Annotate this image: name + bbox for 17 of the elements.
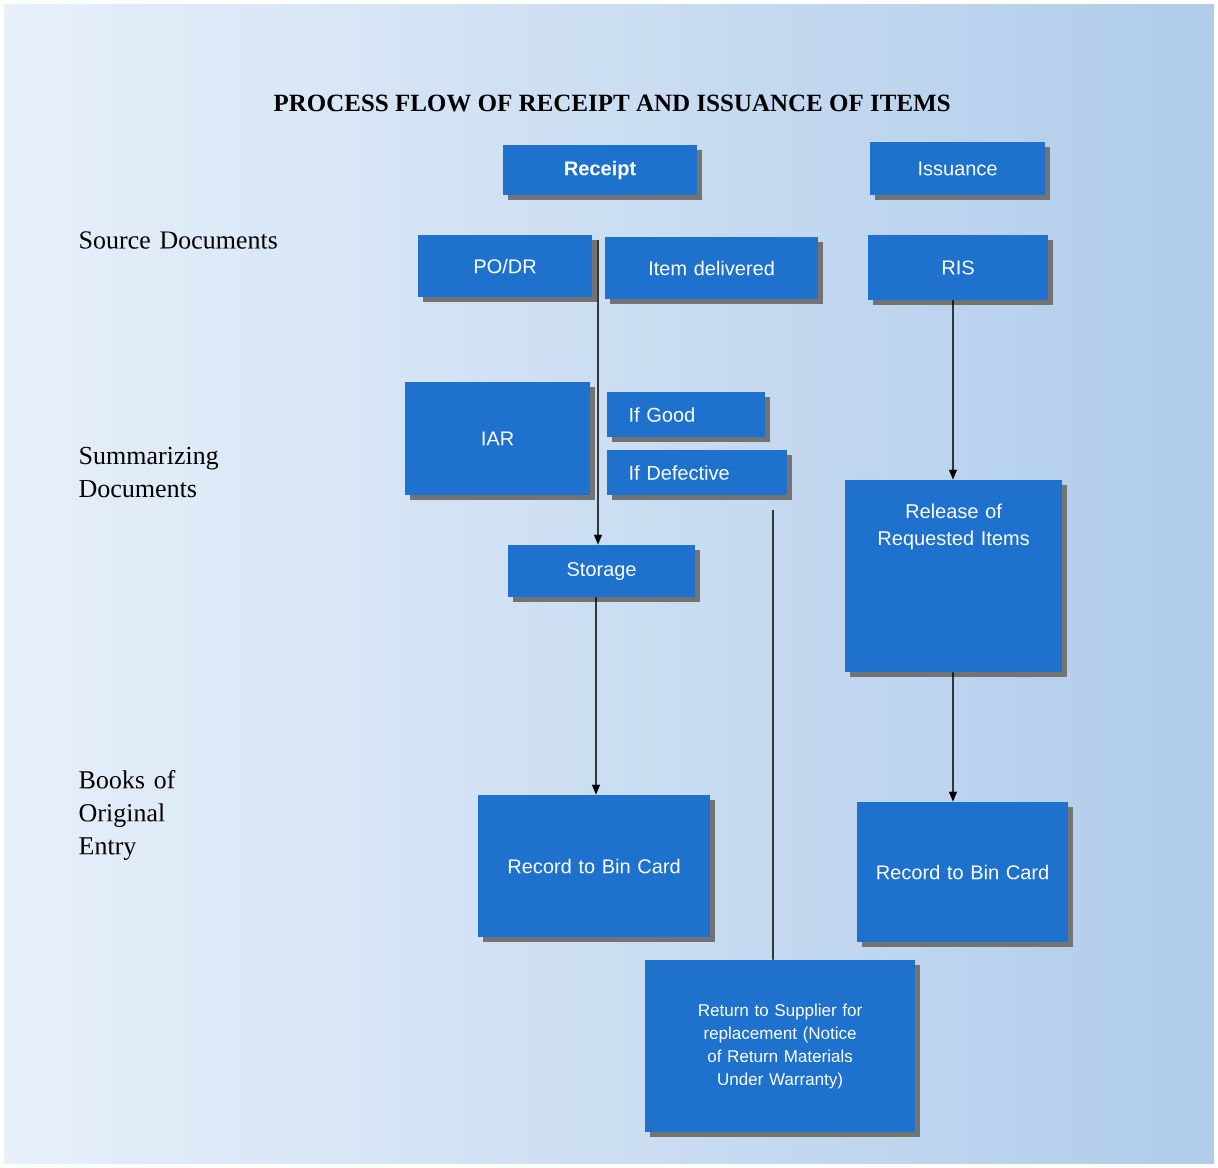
row-label: Books of Original Entry	[79, 770, 176, 860]
row-label: Summarizing Documents	[79, 446, 219, 498]
process-box: Record to Bin Card	[478, 795, 715, 942]
process-box: Record to Bin Card	[857, 802, 1073, 947]
process-box: Issuance	[870, 142, 1050, 200]
process-box: IAR	[405, 382, 595, 500]
process-box: If Good	[607, 392, 770, 442]
title: PROCESS FLOW OF RECEIPT AND ISSUANCE OF ITEMS	[273, 94, 950, 112]
process-box: RIS	[868, 235, 1053, 305]
process-box: PO/DR	[418, 235, 597, 302]
process-box: Return to Supplier for replacement (Notice of Return Materials Under Warranty)	[645, 960, 920, 1137]
process-box: Item delivered	[605, 237, 823, 304]
process-box: If Defective	[607, 450, 792, 500]
process-box: Release of Requested Items	[845, 480, 1067, 677]
process-box: Storage	[508, 545, 700, 602]
row-label: Source Documents	[80, 231, 277, 249]
process-box: Receipt	[503, 145, 702, 200]
